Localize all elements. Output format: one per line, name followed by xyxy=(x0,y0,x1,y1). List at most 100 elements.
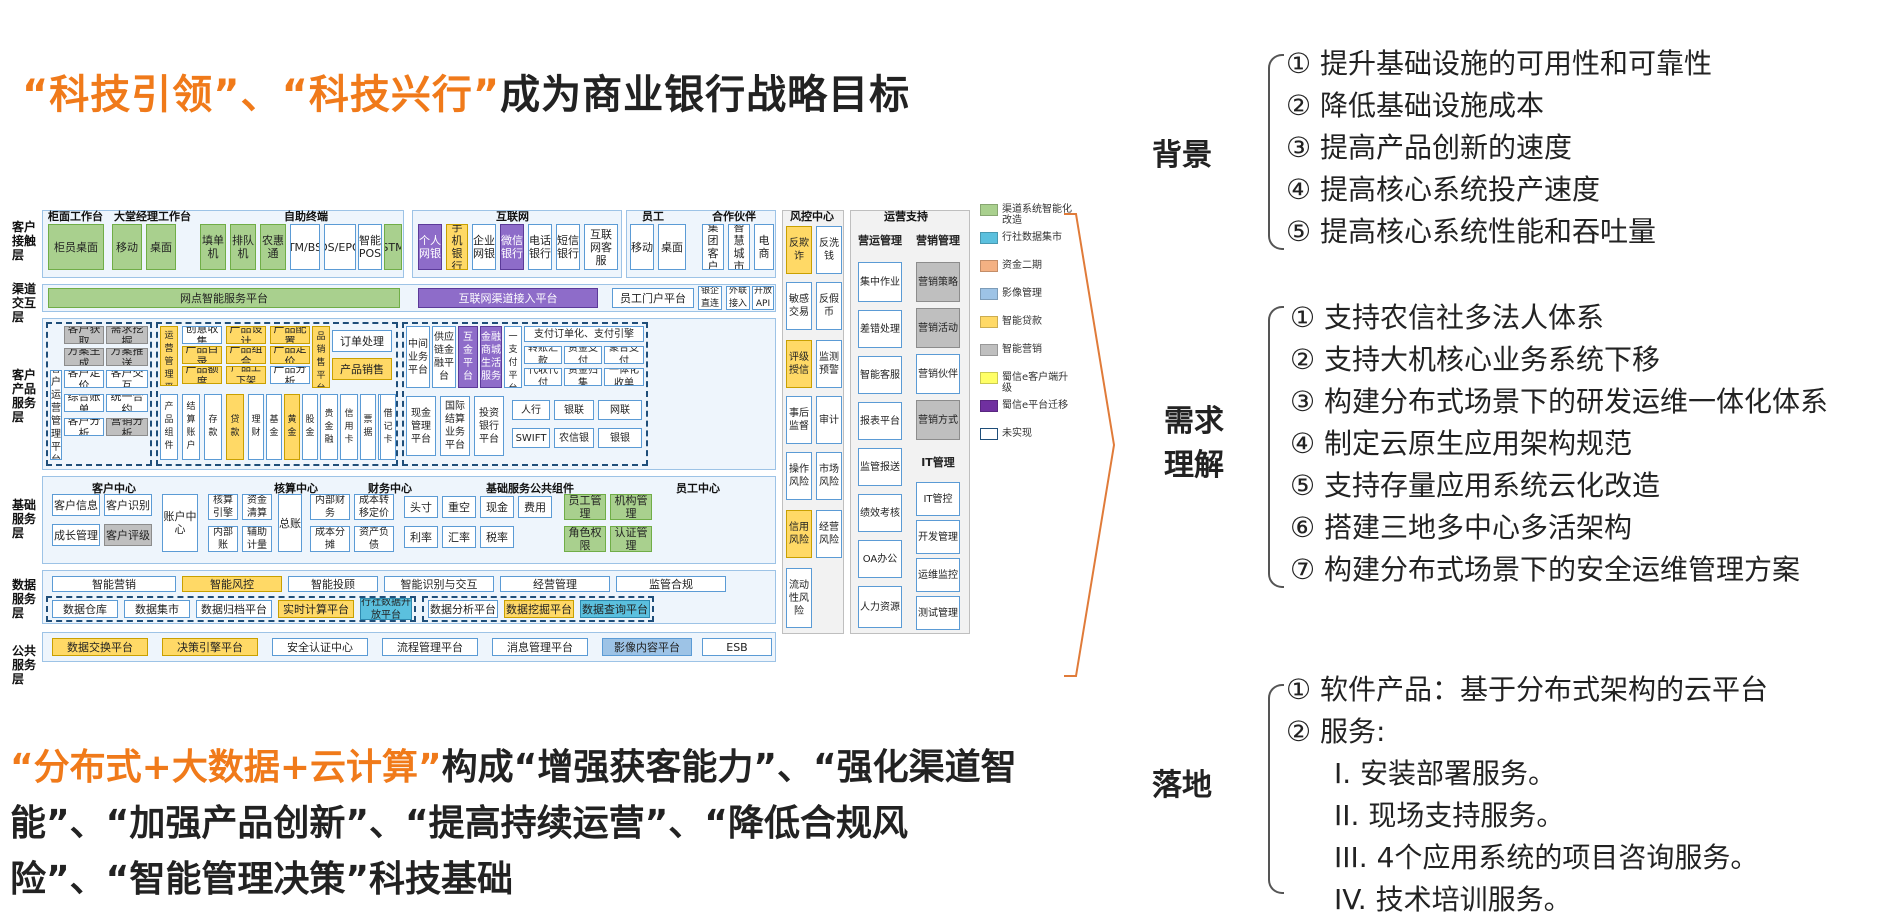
public-box: 消息管理平台 xyxy=(492,638,588,656)
touch-box: 微信银行 xyxy=(500,224,524,270)
product-box: 产品上下架 xyxy=(226,366,266,384)
data-box: 数据集市 xyxy=(124,600,190,618)
legend-swatch xyxy=(980,372,998,384)
data-box: 数据归档平台 xyxy=(196,600,272,618)
row-label-public: 公共服务层 xyxy=(12,644,37,686)
legend-swatch xyxy=(980,232,998,244)
product-box: 信用卡 xyxy=(340,394,358,460)
product-box: 产品额度 xyxy=(182,366,222,384)
header-finance-center: 财务中心 xyxy=(368,482,412,495)
touch-box: 排队机 xyxy=(230,224,256,270)
risk-box: 评级授信 xyxy=(786,340,812,388)
row-label-touch: 客户接触层 xyxy=(12,220,37,262)
ops-box: 人力资源 xyxy=(858,586,902,628)
data-box: 监管合规 xyxy=(616,576,726,592)
legend-label: 行社数据集市 xyxy=(1002,232,1062,243)
legend-label: 智能贷款 xyxy=(1002,316,1042,327)
background-item: ④ 提高核心系统投产速度 xyxy=(1286,173,1601,206)
product-box: 结算账户 xyxy=(182,394,200,460)
base-box: 利率 xyxy=(404,526,438,548)
product-box: 产品设计 xyxy=(226,326,266,344)
channel-box: 外联接入 xyxy=(726,286,750,310)
legend-swatch xyxy=(980,316,998,328)
data-box: 智能识别与交互 xyxy=(384,576,494,592)
product-box: 订单处理 xyxy=(332,330,392,352)
customer-ops-group xyxy=(46,322,152,466)
product-box: 国际结算业务平台 xyxy=(440,396,470,456)
row-label-product: 客户产品服务层 xyxy=(12,368,37,424)
base-box: 现金 xyxy=(480,496,514,518)
legend-label: 蜀信e平台迁移 xyxy=(1002,400,1069,411)
risk-box: 监测预警 xyxy=(816,340,842,388)
legend-swatch xyxy=(980,344,998,356)
risk-box: 经营风险 xyxy=(816,510,842,558)
landing-item: ② 服务: xyxy=(1286,715,1386,748)
product-box: 存款 xyxy=(204,394,222,460)
product-box: 供应链金融平台 xyxy=(432,326,456,388)
data-box: 行社数据开放平台 xyxy=(360,598,412,620)
touch-box: 互联网客服 xyxy=(584,224,618,270)
product-box: 资金支付 xyxy=(564,346,602,364)
header-risk: 风控中心 xyxy=(790,210,834,223)
data-box: 数据挖掘平台 xyxy=(504,600,574,618)
product-box: 一体化收单 xyxy=(604,368,644,386)
touch-box: 智能POS xyxy=(358,224,382,270)
touch-box: 手机银行 xyxy=(446,224,468,270)
section-label-requirements-1: 需求 xyxy=(1164,404,1224,439)
channel-box: 开放API xyxy=(752,286,774,310)
legend-swatch xyxy=(980,204,998,216)
public-box: 决策引擎平台 xyxy=(162,638,258,656)
base-box: 内部账 xyxy=(208,526,238,552)
data-box: 经营管理 xyxy=(500,576,610,592)
base-box: 员工管理 xyxy=(564,494,606,520)
landing-subitem: II. 现场支持服务。 xyxy=(1334,799,1565,832)
background-item: ① 提升基础设施的可用性和可靠性 xyxy=(1286,47,1713,80)
legend-label: 蜀信e客户端升级 xyxy=(1002,372,1069,394)
headline-highlight: “科技引领”、“科技兴行” xyxy=(22,72,501,118)
public-box: 数据交换平台 xyxy=(52,638,148,656)
legend-label: 资金二期 xyxy=(1002,260,1042,271)
base-box: 认证管理 xyxy=(610,526,652,552)
landing-subitem: I. 安装部署服务。 xyxy=(1334,757,1557,790)
touch-box: 短信银行 xyxy=(556,224,580,270)
product-box: 需求挖掘 xyxy=(106,326,148,344)
payment-group xyxy=(402,322,648,466)
product-box: 股金 xyxy=(302,394,318,460)
base-box: 税率 xyxy=(480,526,514,548)
product-box: 代收代付 xyxy=(524,368,562,386)
touch-box: 移动 xyxy=(112,224,142,270)
product-box: 贷款 xyxy=(226,394,244,460)
product-ops-group xyxy=(156,322,398,466)
risk-box: 反假币 xyxy=(816,282,842,330)
ops-box: IT管控 xyxy=(916,482,960,516)
touch-box: 企业网银 xyxy=(472,224,496,270)
base-box: 费用 xyxy=(518,496,552,518)
base-box: 重空 xyxy=(442,496,476,518)
product-box: 营销分析 xyxy=(106,418,148,436)
base-box: 成本转移定价 xyxy=(354,494,394,520)
channel-box: 互联网渠道接入平台 xyxy=(418,288,598,308)
landing-subitem: IV. 技术培训服务。 xyxy=(1334,883,1572,916)
risk-box: 反洗钱 xyxy=(816,226,842,274)
data-box: 数据分析平台 xyxy=(428,600,498,618)
headline: “科技引领”、“科技兴行”成为商业银行战略目标 xyxy=(22,62,910,120)
base-box: 成长管理 xyxy=(52,524,100,546)
base-box: 头寸 xyxy=(404,496,438,518)
legend-swatch xyxy=(980,260,998,272)
legend-swatch xyxy=(980,428,998,440)
risk-box: 操作风险 xyxy=(786,452,812,500)
product-box: 产品分析 xyxy=(270,366,310,384)
product-box: 产品目录 xyxy=(182,346,222,364)
product-box: 统一合约 xyxy=(106,394,148,412)
product-box: 资金归集 xyxy=(564,368,602,386)
requirement-item: ① 支持农信社多法人体系 xyxy=(1290,301,1605,334)
legend-label: 渠道系统智能化改造 xyxy=(1002,204,1072,226)
risk-box: 市场风险 xyxy=(816,452,842,500)
background-list: ① 提升基础设施的可用性和可靠性 ② 降低基础设施成本 ③ 提高产品创新的速度 … xyxy=(1286,42,1712,252)
product-box: 投资银行平台 xyxy=(474,396,504,456)
product-box: 产品组件 xyxy=(160,394,178,460)
ops-box: IT管理 xyxy=(921,455,955,469)
row-label-channel: 渠道交互层 xyxy=(12,282,37,324)
legend-label: 智能营销 xyxy=(1002,344,1042,355)
base-box: 总账 xyxy=(278,494,302,552)
